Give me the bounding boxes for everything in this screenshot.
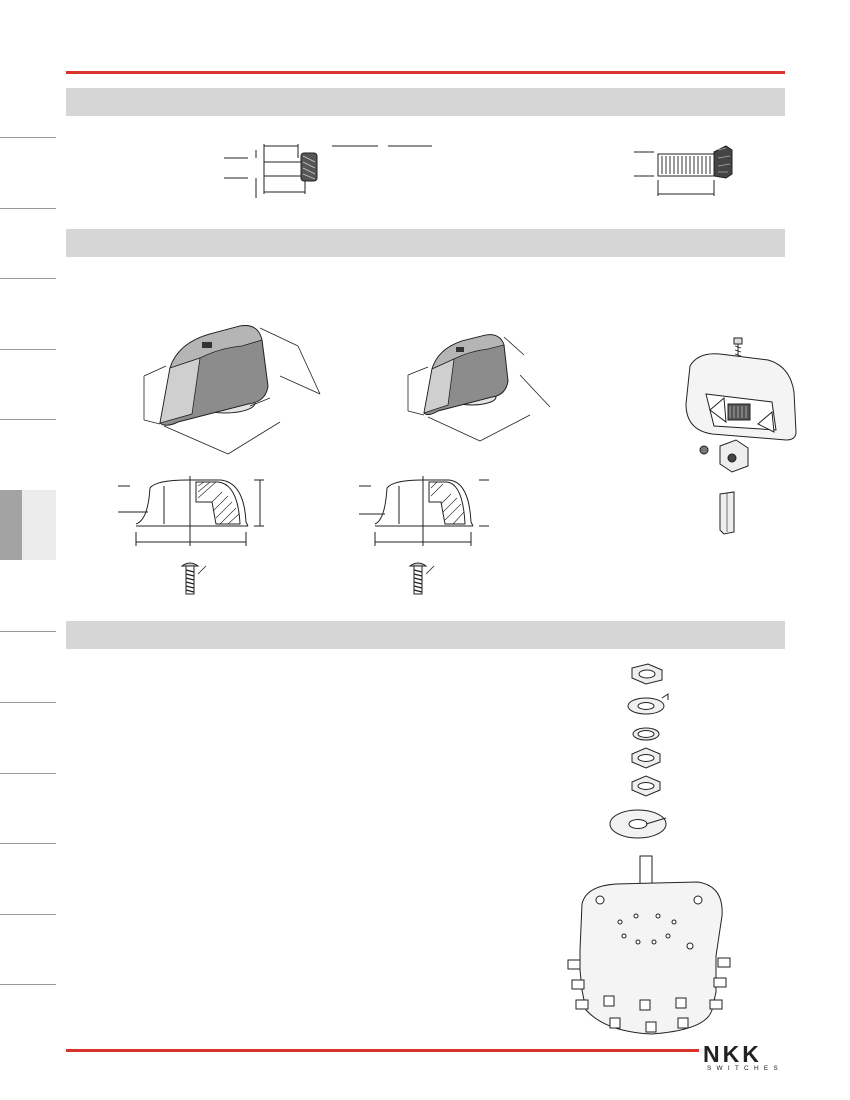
screw-drawing-2 xyxy=(408,562,435,595)
side-tab-active[interactable] xyxy=(0,490,22,560)
side-divider xyxy=(0,137,56,138)
knob-medium-section xyxy=(359,476,489,546)
logo-subtext: SWITCHES xyxy=(707,1065,783,1072)
side-divider xyxy=(0,419,56,420)
side-divider xyxy=(0,208,56,209)
knob-exploded-drawing xyxy=(685,337,797,535)
side-divider xyxy=(0,349,56,350)
side-tab-active-panel xyxy=(22,490,56,560)
section-band-shafts xyxy=(66,88,785,116)
shaft-knurled-drawing xyxy=(224,144,432,198)
side-divider xyxy=(0,914,56,915)
side-divider xyxy=(0,631,56,632)
section-band-knobs xyxy=(66,229,785,257)
side-divider xyxy=(0,773,56,774)
knob-large-section xyxy=(118,476,264,546)
hardware-stack-drawing xyxy=(567,663,731,1035)
knob-medium-drawing xyxy=(407,334,551,442)
knob-large-drawing xyxy=(143,325,321,455)
footer-rule xyxy=(66,1049,699,1052)
side-divider xyxy=(0,843,56,844)
side-divider xyxy=(0,278,56,279)
shaft-splined-drawing xyxy=(634,145,733,196)
screw-drawing-1 xyxy=(180,562,207,595)
brand-logo: NKK SWITCHES xyxy=(703,1043,788,1073)
side-divider xyxy=(0,702,56,703)
side-divider xyxy=(0,984,56,985)
header-rule xyxy=(66,71,785,74)
section-band-hardware xyxy=(66,621,785,649)
logo-text: NKK xyxy=(703,1041,762,1067)
